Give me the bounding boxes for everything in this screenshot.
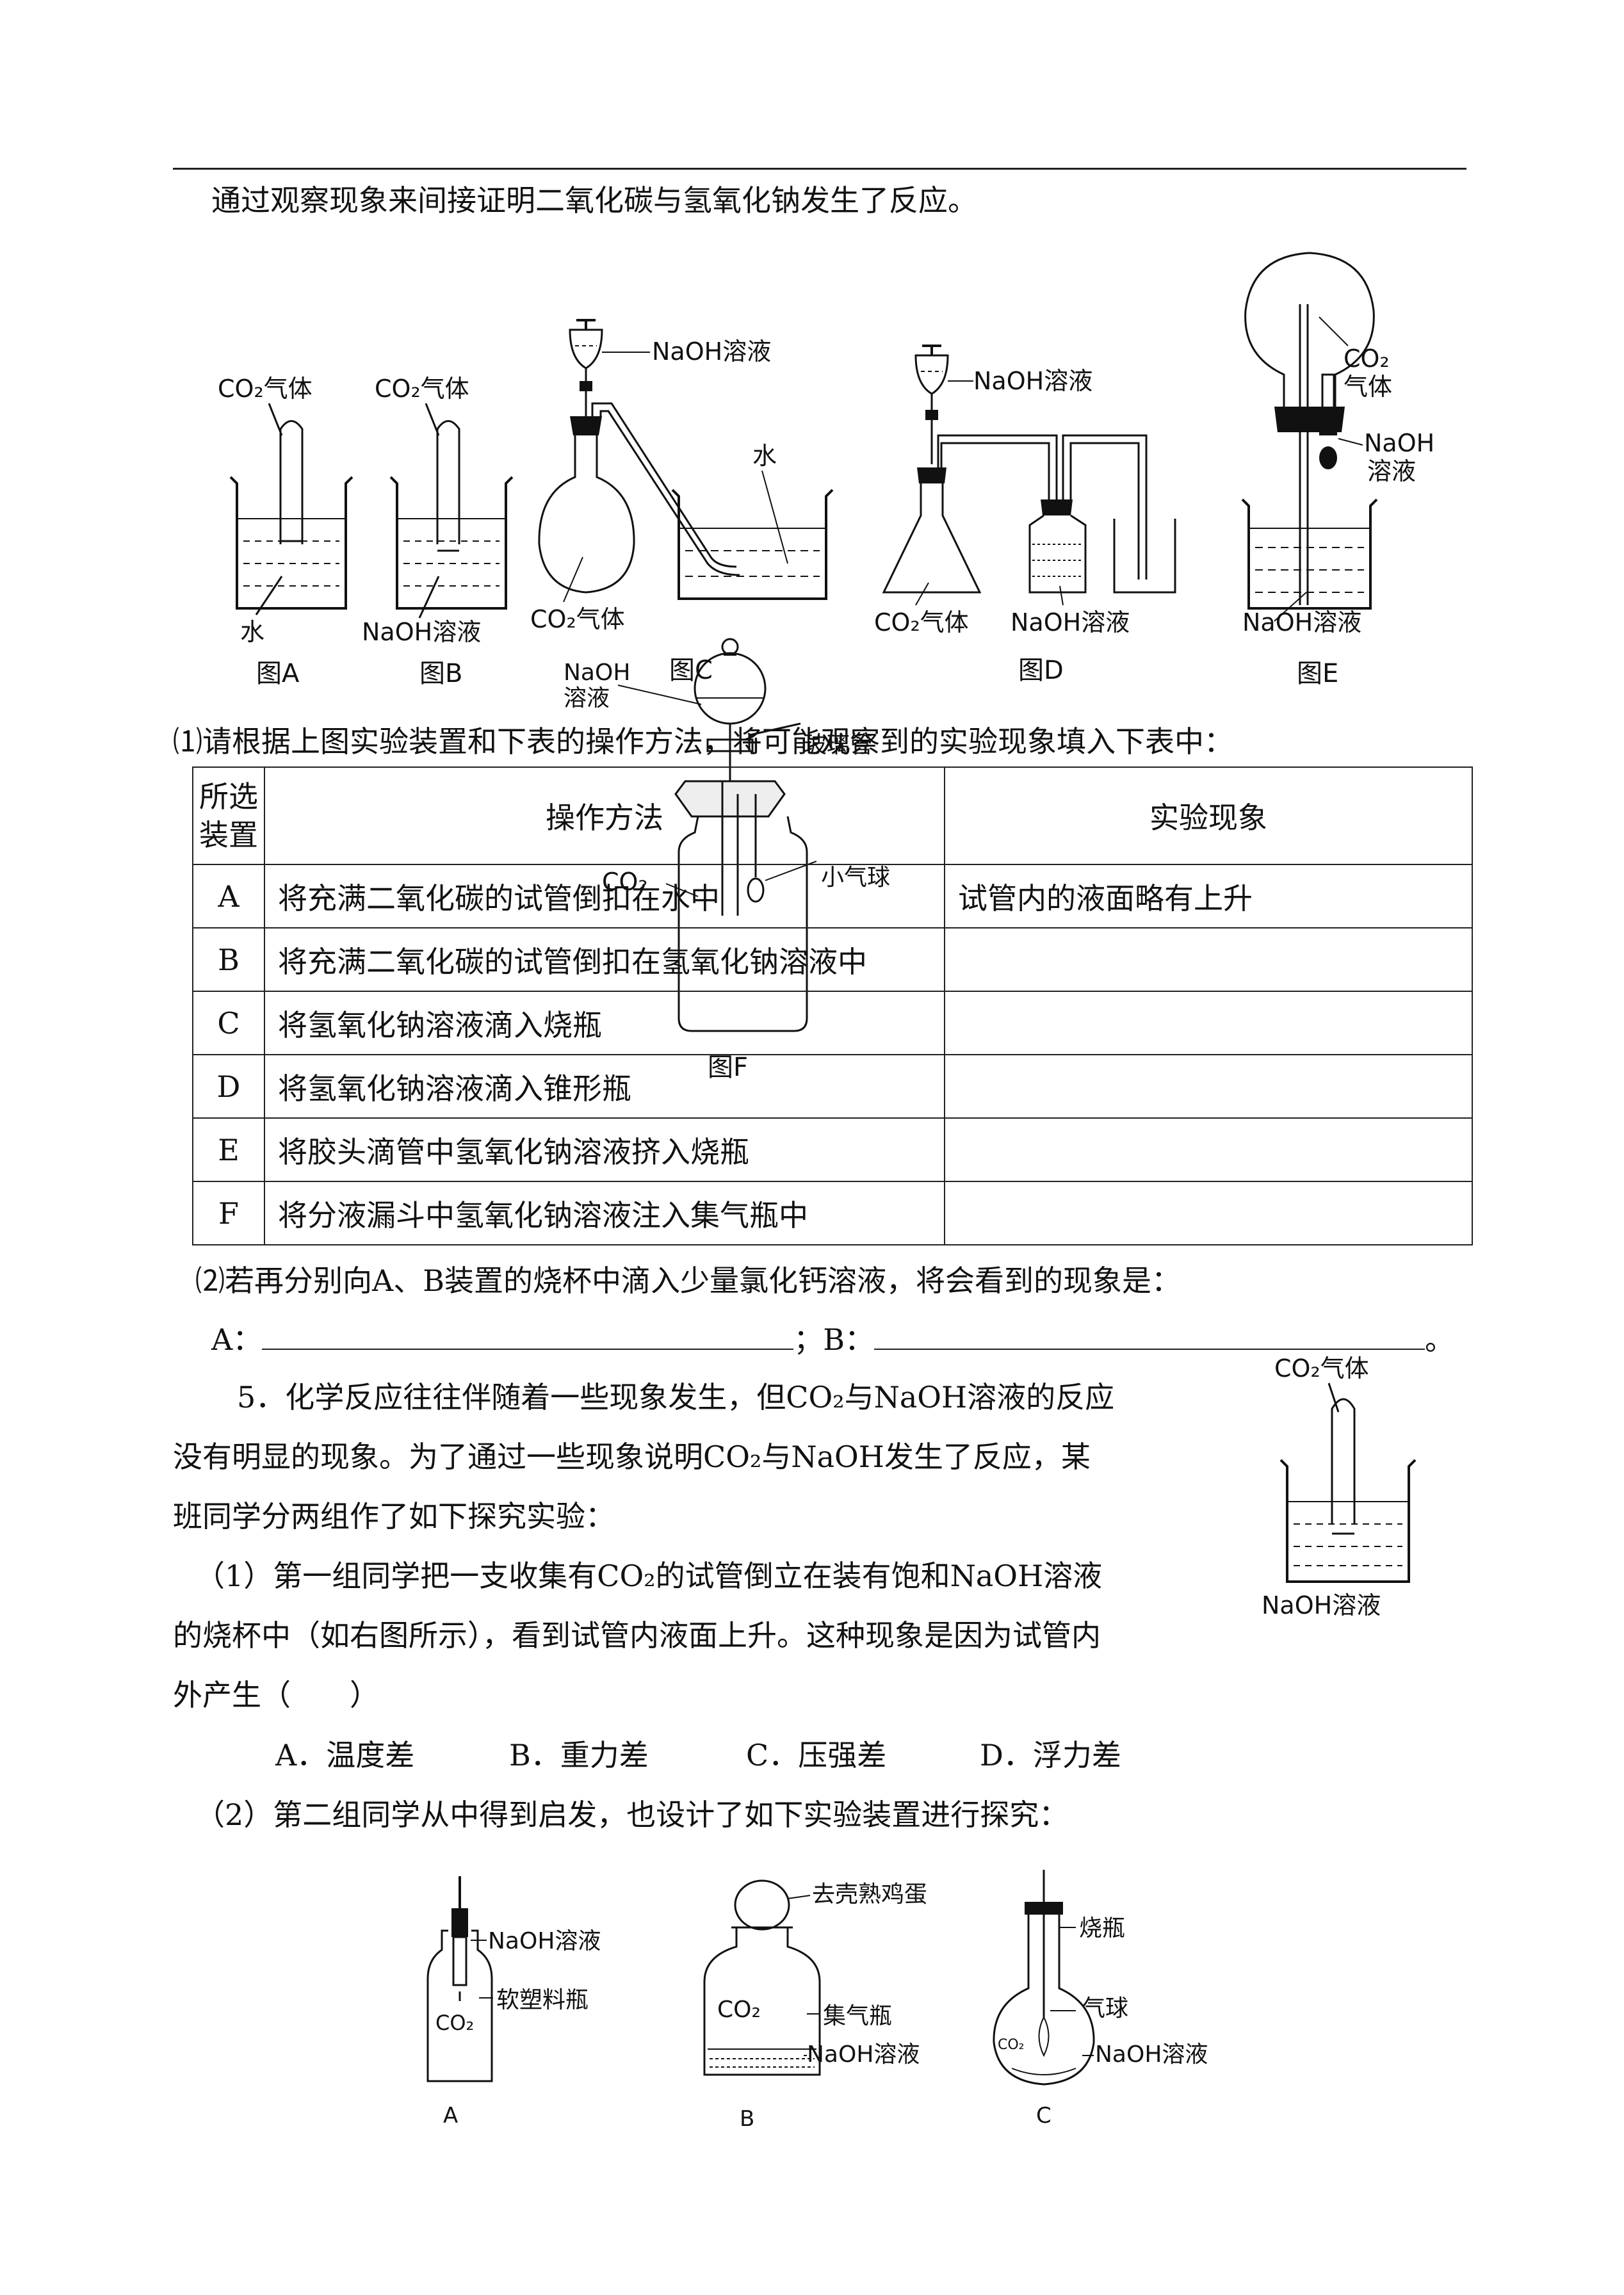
- svg-text:CO₂气体: CO₂气体: [1274, 1354, 1369, 1383]
- cell-device: D: [192, 1054, 265, 1119]
- q2-a-blank[interactable]: [262, 1319, 794, 1350]
- header-rule: [173, 168, 1466, 170]
- col-header-device: 所选装置: [192, 766, 265, 865]
- cell-result[interactable]: [944, 1054, 1473, 1119]
- svg-text:NaOH溶液: NaOH溶液: [488, 1928, 601, 1954]
- svg-text:NaOH溶液: NaOH溶液: [1095, 2041, 1208, 2068]
- q1-prompt: ⑴请根据上图实验装置和下表的操作方法，将可能观察到的实验现象填入下表中：: [173, 724, 1233, 759]
- option-a[interactable]: A．温度差: [275, 1738, 415, 1772]
- figure-e: CO₂ 气体 NaOH 溶液 NaOH溶液 图E: [1241, 252, 1434, 688]
- figure-c: NaOH溶液 水 CO₂气体 图C: [530, 319, 834, 685]
- cell-result[interactable]: [944, 1117, 1473, 1182]
- svg-text:CO₂气体: CO₂气体: [530, 605, 625, 633]
- intro-text: 通过观察现象来间接证明二氧化碳与氢氧化钠发生了反应。: [211, 183, 977, 218]
- svg-text:NaOH溶液: NaOH溶液: [1011, 608, 1130, 637]
- svg-text:C: C: [1036, 2103, 1052, 2129]
- p5-line2: 没有明显的现象。为了通过一些现象说明CO₂与NaOH发生了反应，某: [173, 1439, 1091, 1474]
- svg-text:NaOH溶液: NaOH溶液: [362, 618, 481, 646]
- svg-text:NaOH: NaOH: [1364, 429, 1434, 457]
- svg-text:NaOH: NaOH: [564, 660, 630, 686]
- svg-text:溶液: 溶液: [564, 685, 610, 711]
- p5-line3: 班同学分两组作了如下探究实验：: [173, 1499, 615, 1534]
- cell-device: B: [192, 927, 265, 992]
- q2-prompt: ⑵若再分别向A、B装置的烧杯中滴入少量氯化钙溶液，将会看到的现象是：: [195, 1263, 1181, 1298]
- svg-text:CO₂气体: CO₂气体: [218, 375, 313, 403]
- svg-text:A: A: [443, 2103, 458, 2129]
- svg-text:烧瓶: 烧瓶: [1079, 1915, 1125, 1942]
- cell-method: 将分液漏斗中氢氧化钠溶液注入集气瓶中: [264, 1181, 945, 1245]
- p5-s1-line1: （1）第一组同学把一支收集有CO₂的试管倒立在装有饱和NaOH溶液: [195, 1559, 1103, 1593]
- table-row: C 将氢氧化钠溶液滴入烧瓶: [192, 991, 1473, 1055]
- bottom-figure-b: 去壳熟鸡蛋 CO₂ 集气瓶 NaOH溶液 B: [703, 1879, 927, 2132]
- svg-text:CO₂: CO₂: [998, 2037, 1025, 2053]
- svg-text:水: 水: [752, 442, 777, 470]
- bottom-figure-a: NaOH溶液 软塑料瓶 CO₂ A: [426, 1876, 601, 2129]
- svg-text:图E: 图E: [1297, 659, 1338, 688]
- svg-text:CO₂: CO₂: [435, 2011, 474, 2035]
- table-row: F 将分液漏斗中氢氧化钠溶液注入集气瓶中: [192, 1181, 1473, 1245]
- cell-method: 将氢氧化钠溶液滴入烧瓶: [264, 991, 945, 1055]
- cell-method: 将充满二氧化碳的试管倒扣在水中: [264, 864, 945, 929]
- figure-b: CO₂气体 NaOH溶液 图B: [362, 375, 514, 688]
- svg-text:图B: 图B: [419, 659, 462, 688]
- cell-result[interactable]: [944, 927, 1473, 992]
- side-figure: CO₂气体 NaOH溶液: [1262, 1354, 1417, 1619]
- svg-text:水: 水: [240, 618, 264, 646]
- cell-result[interactable]: [944, 991, 1473, 1055]
- svg-text:溶液: 溶液: [1367, 457, 1416, 485]
- q2-answer-line: A： ；B： 。: [211, 1319, 1454, 1359]
- svg-text:气体: 气体: [1344, 373, 1392, 401]
- cell-method: 将氢氧化钠溶液滴入锥形瓶: [264, 1054, 945, 1119]
- q2-end: 。: [1425, 1322, 1455, 1357]
- svg-text:NaOH溶液: NaOH溶液: [1242, 608, 1361, 637]
- svg-text:CO₂: CO₂: [717, 1997, 761, 2023]
- p5-s2: （2）第二组同学从中得到启发，也设计了如下实验装置进行探究：: [195, 1797, 1069, 1832]
- table-row: E 将胶头滴管中氢氧化钠溶液挤入烧瓶: [192, 1117, 1473, 1182]
- svg-text:CO₂气体: CO₂气体: [375, 375, 469, 403]
- q2-b-blank[interactable]: [874, 1319, 1425, 1350]
- p5-s1-line2: 的烧杯中（如右图所示），看到试管内液面上升。这种现象是因为试管内: [173, 1618, 1101, 1653]
- figure-d: NaOH溶液 CO₂气体 NaOH溶液 图D: [874, 345, 1176, 685]
- option-c[interactable]: C．压强差: [746, 1738, 887, 1772]
- svg-text:NaOH溶液: NaOH溶液: [652, 337, 771, 366]
- table-row: A 将充满二氧化碳的试管倒扣在水中 试管内的液面略有上升: [192, 864, 1473, 929]
- table-row: D 将氢氧化钠溶液滴入锥形瓶: [192, 1054, 1473, 1119]
- svg-text:NaOH溶液: NaOH溶液: [973, 367, 1092, 395]
- p5-line1: 5．化学反应往往伴随着一些现象发生，但CO₂与NaOH溶液的反应: [237, 1380, 1115, 1415]
- table-header-row: 所选装置 操作方法 实验现象: [192, 766, 1473, 865]
- option-d[interactable]: D．浮力差: [980, 1738, 1121, 1772]
- figure-a: CO₂气体 水 图A: [218, 375, 353, 688]
- table-row: B 将充满二氧化碳的试管倒扣在氢氧化钠溶液中: [192, 927, 1473, 992]
- svg-text:图C: 图C: [669, 656, 713, 685]
- cell-method: 将胶头滴管中氢氧化钠溶液挤入烧瓶: [264, 1117, 945, 1182]
- svg-text:CO₂气体: CO₂气体: [874, 608, 969, 637]
- svg-text:去壳熟鸡蛋: 去壳熟鸡蛋: [812, 1881, 927, 1908]
- svg-text:图D: 图D: [1018, 656, 1064, 685]
- svg-text:图A: 图A: [256, 659, 300, 688]
- cell-device: C: [192, 991, 265, 1055]
- svg-text:NaOH溶液: NaOH溶液: [807, 2041, 920, 2068]
- cell-device: F: [192, 1181, 265, 1245]
- bottom-figure-c: 烧瓶 气球 CO₂ NaOH溶液 C: [993, 1870, 1208, 2129]
- cell-result[interactable]: [944, 1181, 1473, 1245]
- svg-text:软塑料瓶: 软塑料瓶: [496, 1987, 589, 2013]
- svg-text:NaOH溶液: NaOH溶液: [1262, 1591, 1381, 1619]
- cell-method: 将充满二氧化碳的试管倒扣在氢氧化钠溶液中: [264, 927, 945, 992]
- col-header-result: 实验现象: [944, 766, 1473, 865]
- results-table: 所选装置 操作方法 实验现象 A 将充满二氧化碳的试管倒扣在水中 试管内的液面略…: [192, 766, 1473, 1245]
- cell-result[interactable]: 试管内的液面略有上升: [944, 864, 1473, 929]
- svg-text:B: B: [740, 2106, 754, 2132]
- p5-s1-line3: 外产生（ ）: [173, 1678, 379, 1712]
- option-b[interactable]: B．重力差: [509, 1738, 649, 1772]
- svg-text:玻璃管: 玻璃管: [804, 732, 873, 758]
- svg-text:气球: 气球: [1082, 1995, 1128, 2022]
- q2-a-label: A：: [211, 1322, 263, 1357]
- col-header-method: 操作方法: [264, 766, 945, 865]
- cell-device: E: [192, 1117, 265, 1182]
- cell-device: A: [192, 864, 265, 929]
- q2-b-label: ；B：: [793, 1322, 875, 1357]
- svg-text:集气瓶: 集气瓶: [823, 2003, 892, 2029]
- svg-text:CO₂: CO₂: [1344, 345, 1390, 373]
